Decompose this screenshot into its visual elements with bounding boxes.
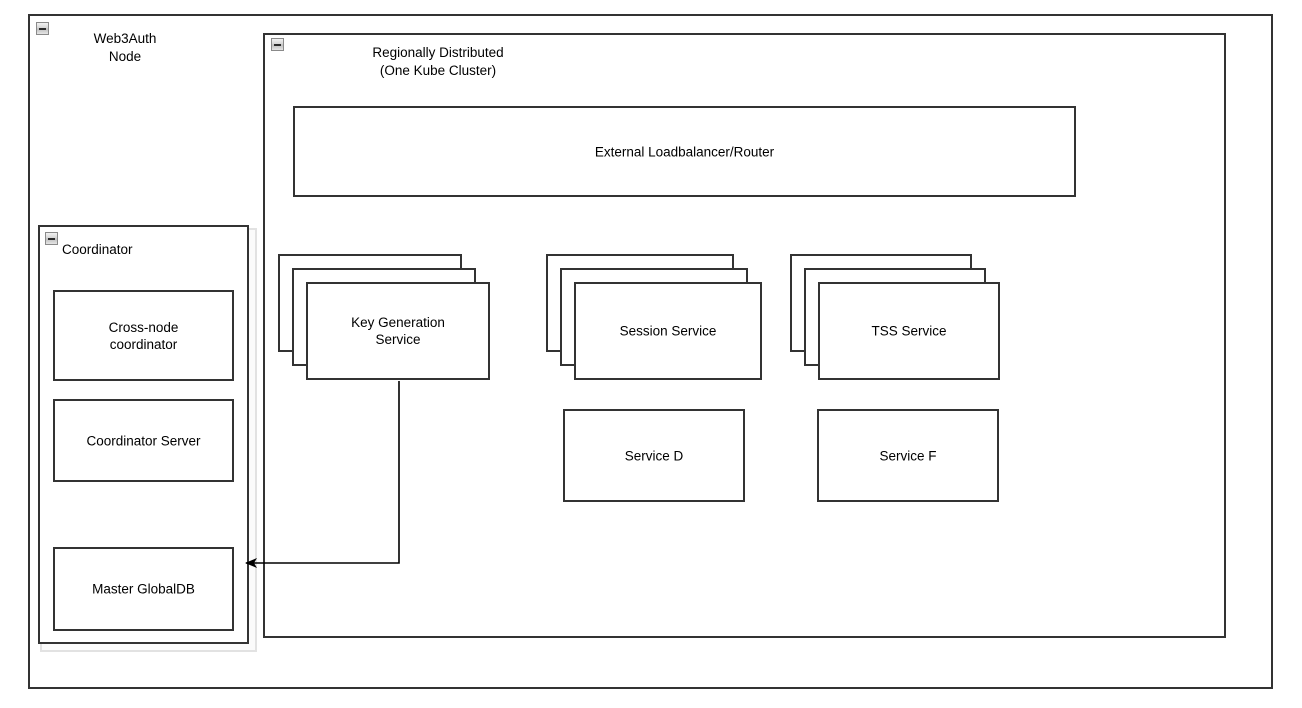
- node-label-master-globaldb: Master GlobalDB: [92, 581, 195, 597]
- node-label-service-f: Service F: [879, 448, 937, 463]
- node-service-f[interactable]: Service F: [817, 409, 999, 502]
- container-title-kube-cluster: Regionally Distributed (One Kube Cluster…: [372, 45, 504, 78]
- node-label-key-generation-service: Key Generation Service: [351, 315, 445, 347]
- node-coordinator-server[interactable]: Coordinator Server: [53, 399, 234, 482]
- stack-layer-front-session-service[interactable]: Session Service: [574, 282, 762, 380]
- node-label-tss-service: TSS Service: [871, 323, 947, 339]
- container-title-coordinator: Coordinator: [62, 242, 133, 257]
- node-label-cross-node-coordinator: Cross-node coordinator: [108, 319, 179, 352]
- node-label-service-d: Service D: [624, 448, 684, 463]
- collapse-icon-kube-cluster[interactable]: [271, 38, 284, 51]
- node-cross-node-coordinator[interactable]: Cross-node coordinator: [53, 290, 234, 381]
- node-key-generation-service[interactable]: Key Generation Service: [278, 254, 490, 380]
- node-external-loadbalancer-router[interactable]: External Loadbalancer/Router: [293, 106, 1076, 197]
- node-label-external-loadbalancer-router: External Loadbalancer/Router: [594, 144, 775, 159]
- node-master-globaldb[interactable]: Master GlobalDB: [53, 547, 234, 631]
- collapse-icon-web3auth-node[interactable]: [36, 22, 49, 35]
- node-label-session-service: Session Service: [619, 323, 717, 339]
- collapse-icon-coordinator[interactable]: [45, 232, 58, 245]
- node-session-service[interactable]: Session Service: [546, 254, 762, 380]
- node-label-coordinator-server: Coordinator Server: [86, 433, 201, 448]
- stack-layer-front-key-generation-service[interactable]: Key Generation Service: [306, 282, 490, 380]
- node-tss-service[interactable]: TSS Service: [790, 254, 1000, 380]
- container-title-web3auth-node: Web3Auth Node: [93, 31, 157, 64]
- stack-layer-front-tss-service[interactable]: TSS Service: [818, 282, 1000, 380]
- node-service-d[interactable]: Service D: [563, 409, 745, 502]
